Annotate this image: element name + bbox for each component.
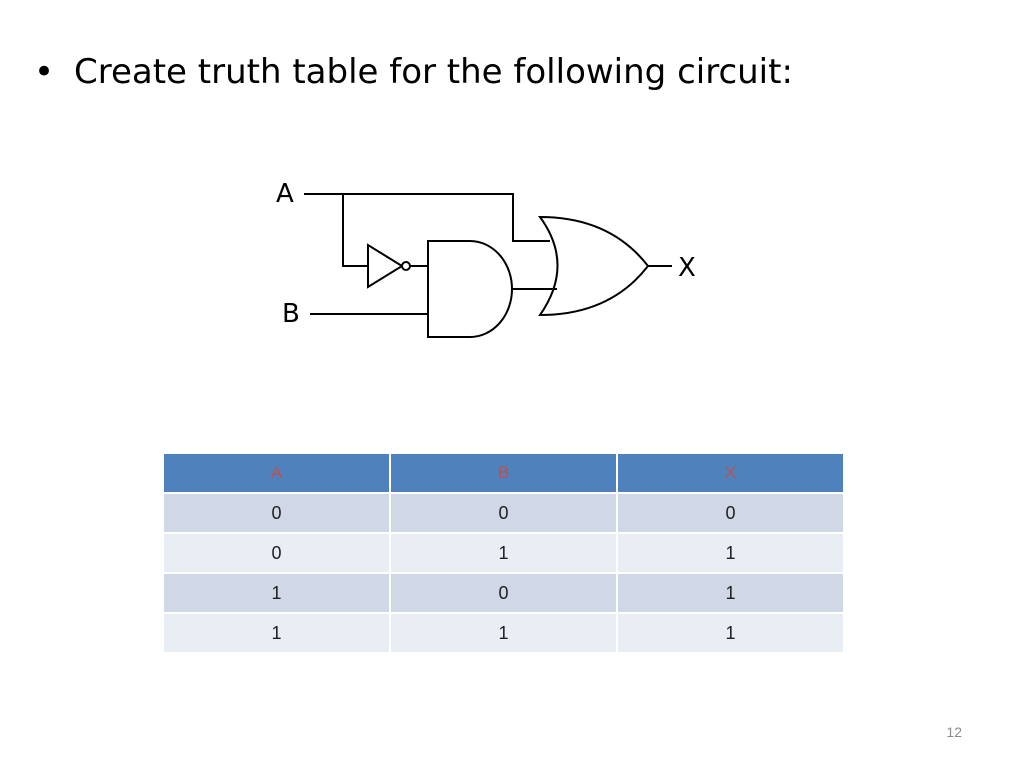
wire-a bbox=[304, 193, 550, 242]
bullet-text: Create truth table for the following cir… bbox=[74, 52, 793, 92]
table-cell: 0 bbox=[389, 492, 618, 534]
table-row: 1 1 1 bbox=[162, 612, 845, 654]
input-b-label: B bbox=[282, 299, 300, 329]
not-gate-bubble bbox=[401, 261, 411, 271]
table-cell: 0 bbox=[616, 492, 845, 534]
slide-number: 12 bbox=[946, 724, 962, 740]
bullet-dot: • bbox=[34, 52, 55, 92]
logic-circuit-diagram: A B X bbox=[276, 179, 696, 338]
table-cell: 1 bbox=[162, 612, 391, 654]
wire-a-branch bbox=[342, 194, 368, 267]
and-gate bbox=[427, 240, 513, 338]
not-gate bbox=[367, 243, 404, 289]
table-cell: 0 bbox=[389, 572, 618, 614]
table-cell: 1 bbox=[616, 612, 845, 654]
bullet-item: • Create truth table for the following ci… bbox=[34, 52, 793, 92]
or-gate bbox=[538, 215, 650, 317]
table-cell: 1 bbox=[389, 532, 618, 574]
output-x-label: X bbox=[678, 253, 696, 283]
table-cell: 1 bbox=[616, 572, 845, 614]
input-a-label: A bbox=[276, 179, 294, 209]
truth-table: A B X 0 0 0 0 1 1 1 0 1 1 1 1 bbox=[162, 452, 845, 654]
table-row: 1 0 1 bbox=[162, 572, 845, 614]
table-cell: 1 bbox=[616, 532, 845, 574]
table-cell: 1 bbox=[162, 572, 391, 614]
column-header-b: B bbox=[389, 452, 618, 494]
column-header-x: X bbox=[616, 452, 845, 494]
table-header-row: A B X bbox=[162, 452, 845, 494]
table-row: 0 0 0 bbox=[162, 492, 845, 534]
table-row: 0 1 1 bbox=[162, 532, 845, 574]
table-cell: 0 bbox=[162, 532, 391, 574]
column-header-a: A bbox=[162, 452, 391, 494]
table-cell: 1 bbox=[389, 612, 618, 654]
table-cell: 0 bbox=[162, 492, 391, 534]
